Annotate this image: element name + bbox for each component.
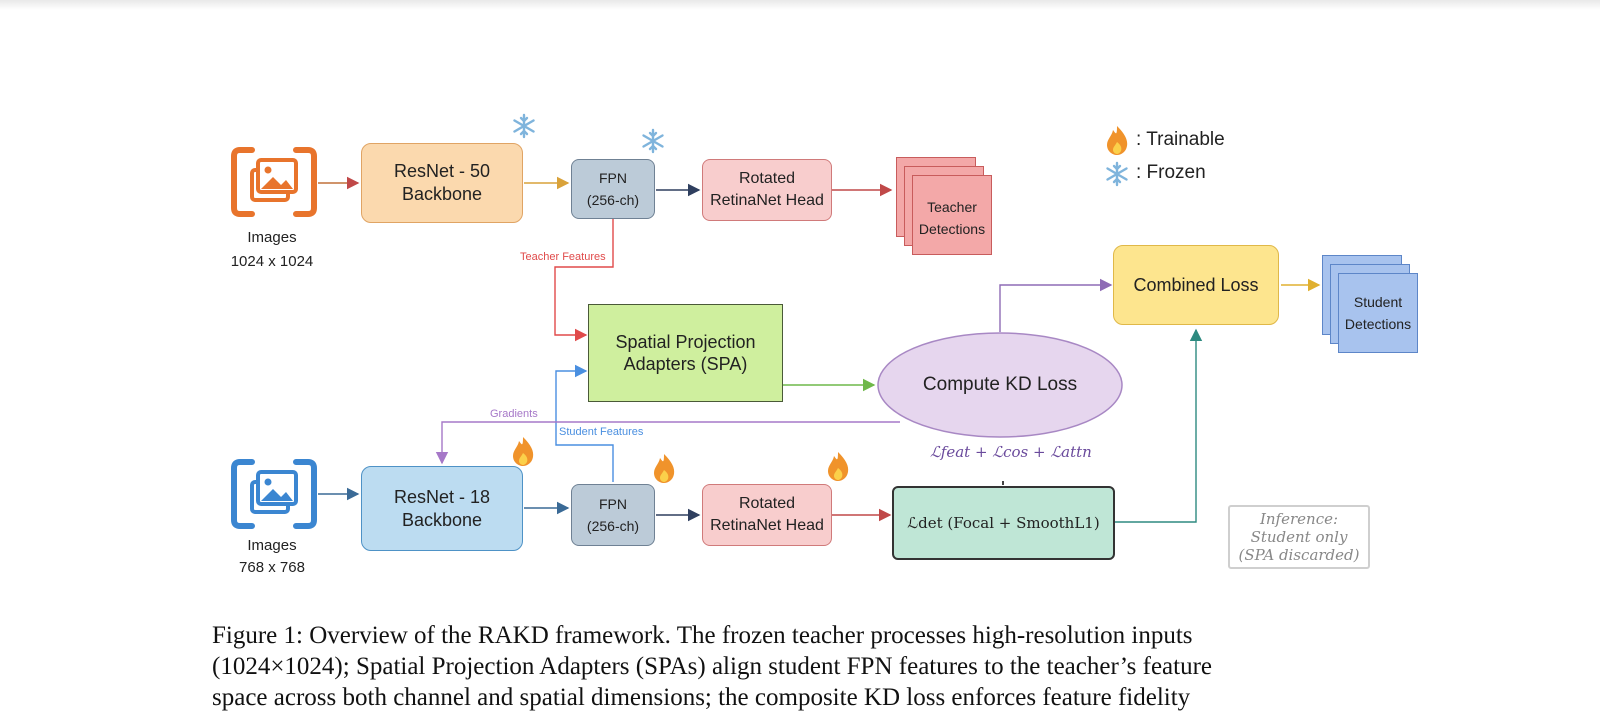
teacher-features-label: Teacher Features <box>520 251 606 263</box>
snowflake-icon <box>1106 161 1128 187</box>
legend-trainable: : Trainable <box>1136 129 1225 150</box>
gradients-label: Gradients <box>490 408 538 420</box>
legend-frozen: : Frozen <box>1136 162 1206 183</box>
teacher-input-size: 1024 x 1024 <box>230 253 314 270</box>
flame-icon <box>513 437 534 466</box>
teacher-image-icon <box>231 147 317 217</box>
flame-icon <box>654 454 675 483</box>
kd-loss-label: Compute KD Loss <box>922 374 1078 395</box>
student-features-label: Student Features <box>559 426 644 438</box>
figure-caption: Figure 1: Overview of the RAKD framework… <box>212 620 1442 713</box>
kd-loss-formula: ℒfeat + ℒcos + ℒattn <box>930 443 1092 461</box>
kd-loss-ellipse <box>877 332 1123 438</box>
caption-line-3: space across both channel and spatial di… <box>212 684 1191 711</box>
edge-student-features <box>555 364 614 482</box>
caption-line-1: Figure 1: Overview of the RAKD framework… <box>212 622 1193 649</box>
top-bar <box>0 0 1600 10</box>
student-fpn: FPN(256-ch) <box>571 484 655 546</box>
edge-kd-to-combined <box>999 278 1113 332</box>
caption-line-2: (1024×1024); Spatial Projection Adapters… <box>212 653 1213 680</box>
teacher-fpn: FPN(256-ch) <box>571 159 655 219</box>
snowflake-icon <box>513 113 535 139</box>
edge-det-to-combined <box>1115 328 1203 523</box>
snowflake-icon <box>642 128 664 154</box>
student-input-label: Images 768 x 768 <box>212 535 332 579</box>
flame-icon <box>828 452 849 481</box>
teacher-input-title: Images <box>247 229 297 246</box>
student-input-size: 768 x 768 <box>239 559 305 576</box>
edge-teacher-features <box>554 218 614 342</box>
flame-icon <box>1107 126 1128 155</box>
student-input-title: Images <box>247 537 297 554</box>
det-loss-box: ℒdet (Focal + SmoothL1) <box>892 486 1115 560</box>
inference-note: Inference: Student only (SPA discarded) <box>1228 505 1370 569</box>
student-image-icon <box>231 459 317 529</box>
teacher-input-label: Images 1024 x 1024 <box>212 226 332 274</box>
edge-gradients <box>435 421 900 465</box>
combined-loss-box: Combined Loss <box>1113 245 1279 325</box>
